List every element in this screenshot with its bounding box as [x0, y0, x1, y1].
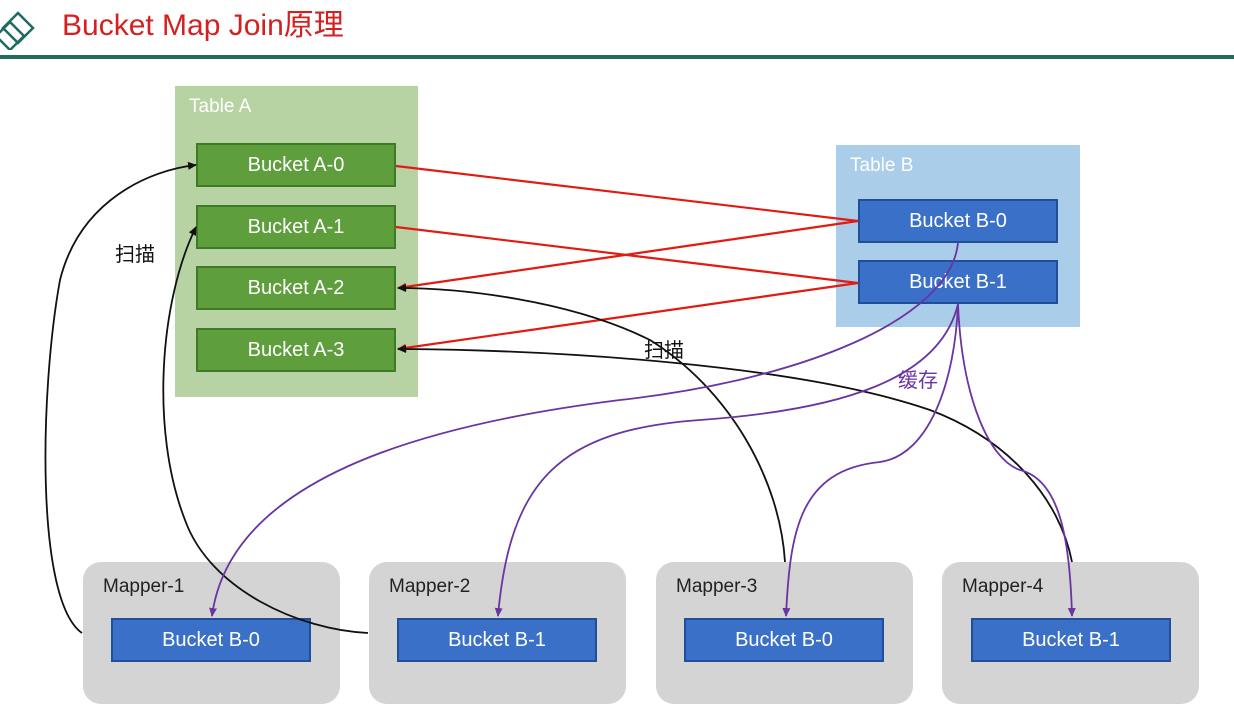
page-title: Bucket Map Join原理: [62, 9, 344, 42]
scan-line-mapper4-a3: [397, 345, 1073, 563]
bucket-b-0: Bucket B-0: [858, 199, 1058, 243]
mapper-2-label: Mapper-2: [389, 576, 471, 597]
mapper-1-label: Mapper-1: [103, 576, 185, 597]
join-lines: [395, 164, 859, 352]
slide-header: Bucket Map Join原理: [0, 0, 1234, 60]
mapper-4-label: Mapper-4: [962, 576, 1044, 597]
scan-label-middle: 扫描: [644, 340, 684, 362]
diamond-logo-icon: [0, 11, 35, 50]
join-line-a0-b0: [395, 164, 859, 223]
join-line-b0-a2: [397, 219, 859, 291]
bucket-a-1: Bucket A-1: [196, 205, 396, 249]
cache-label: 缓存: [898, 370, 938, 392]
table-b-label: Table B: [850, 155, 914, 176]
join-line-a1-b1: [395, 225, 859, 285]
mapper-4-bucket: Bucket B-1: [971, 618, 1171, 662]
mapper-3-bucket: Bucket B-0: [684, 618, 884, 662]
mapper-1-bucket: Bucket B-0: [111, 618, 311, 662]
mapper-3-label: Mapper-3: [676, 576, 758, 597]
bucket-a-2: Bucket A-2: [196, 266, 396, 310]
mapper-2-bucket: Bucket B-1: [397, 618, 597, 662]
bucket-a-3: Bucket A-3: [196, 328, 396, 372]
scan-label-left: 扫描: [115, 244, 155, 266]
scan-line-mapper3-a2: [397, 284, 786, 563]
table-a-label: Table A: [189, 96, 252, 117]
bucket-b-1: Bucket B-1: [858, 260, 1058, 304]
header-divider: [0, 55, 1234, 59]
bucket-a-0: Bucket A-0: [196, 143, 396, 187]
join-line-b1-a3: [397, 281, 859, 352]
